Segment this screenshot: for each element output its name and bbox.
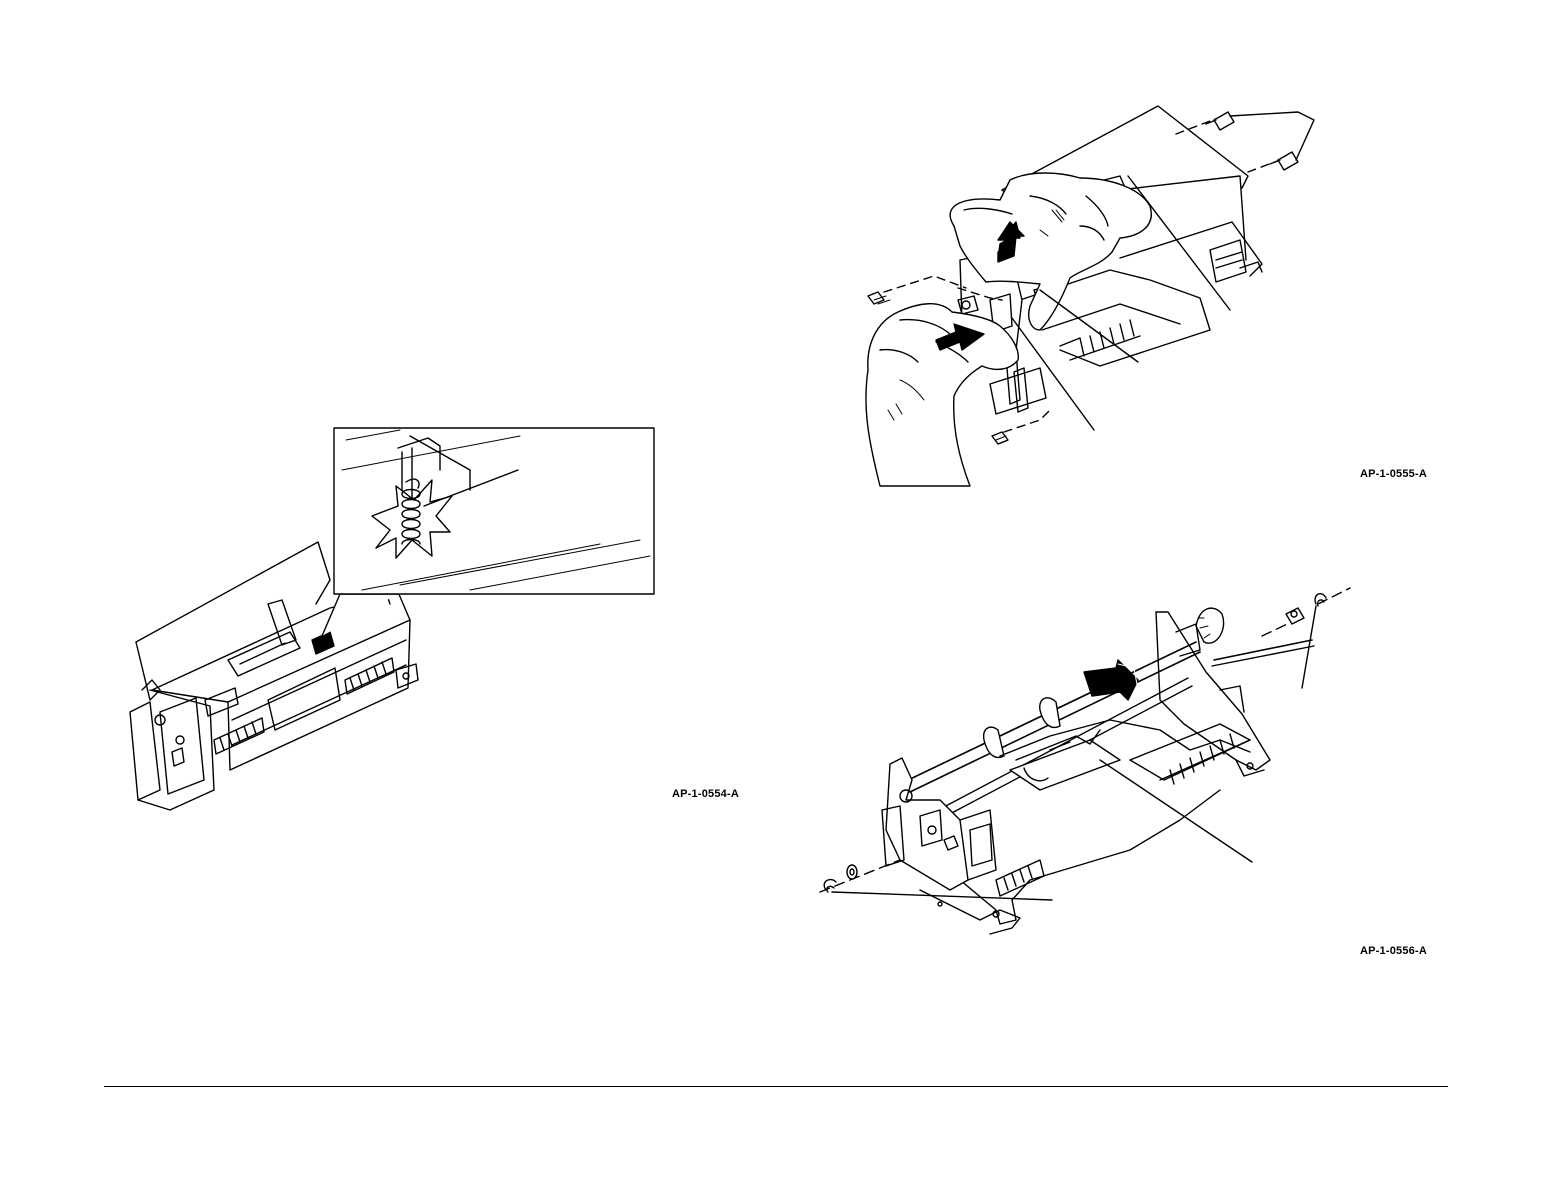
screw-icon xyxy=(1270,152,1298,170)
bearing-icon xyxy=(1286,608,1304,624)
bearing-icon xyxy=(847,865,857,879)
figure-feeder-assembly-spring xyxy=(130,428,654,810)
figure-label: AP-1-0556-A xyxy=(1360,945,1427,957)
screw-icon xyxy=(868,292,890,304)
e-clip-icon xyxy=(1315,594,1326,606)
footer-divider xyxy=(104,1086,1448,1087)
figure-cover-removal-hands xyxy=(866,106,1314,486)
figure-label: AP-1-0555-A xyxy=(1360,468,1427,480)
screw-icon xyxy=(992,432,1008,444)
figure-label: AP-1-0554-A xyxy=(672,788,739,800)
figure-roller-shaft-removal xyxy=(820,588,1350,934)
